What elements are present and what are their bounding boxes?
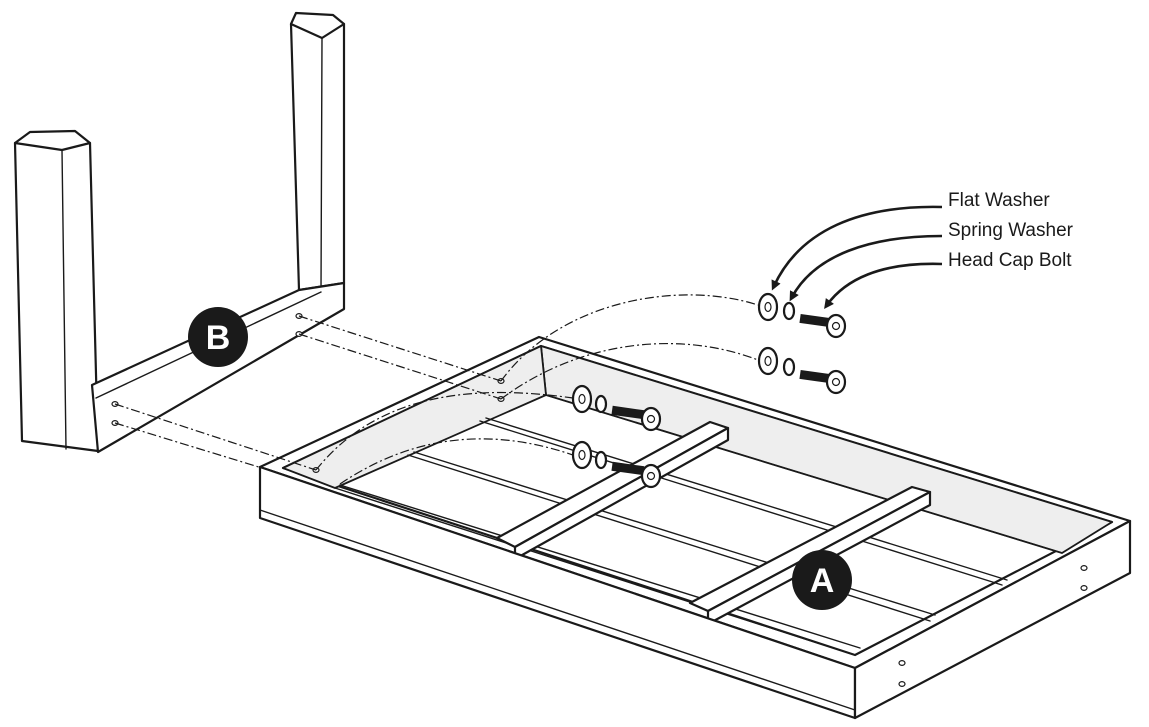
part-badge-a: A xyxy=(792,550,852,610)
hardware-set-upper-left xyxy=(571,384,662,432)
flat-washer-label: Flat Washer xyxy=(948,190,1050,211)
frame-a xyxy=(258,335,1132,720)
part-badge-b-letter: B xyxy=(206,319,231,357)
leg-b xyxy=(13,11,346,454)
hardware-set-lower-right xyxy=(757,346,847,395)
head-cap-bolt-label: Head Cap Bolt xyxy=(948,250,1072,271)
part-badge-b: B xyxy=(188,307,248,367)
leader-arrows xyxy=(771,205,943,310)
hardware-set-upper-right xyxy=(757,292,847,339)
alignment-lines xyxy=(114,294,759,485)
spring-washer-label: Spring Washer xyxy=(948,220,1074,241)
hardware-set-lower-left xyxy=(571,440,662,489)
part-badge-a-letter: A xyxy=(810,562,835,600)
